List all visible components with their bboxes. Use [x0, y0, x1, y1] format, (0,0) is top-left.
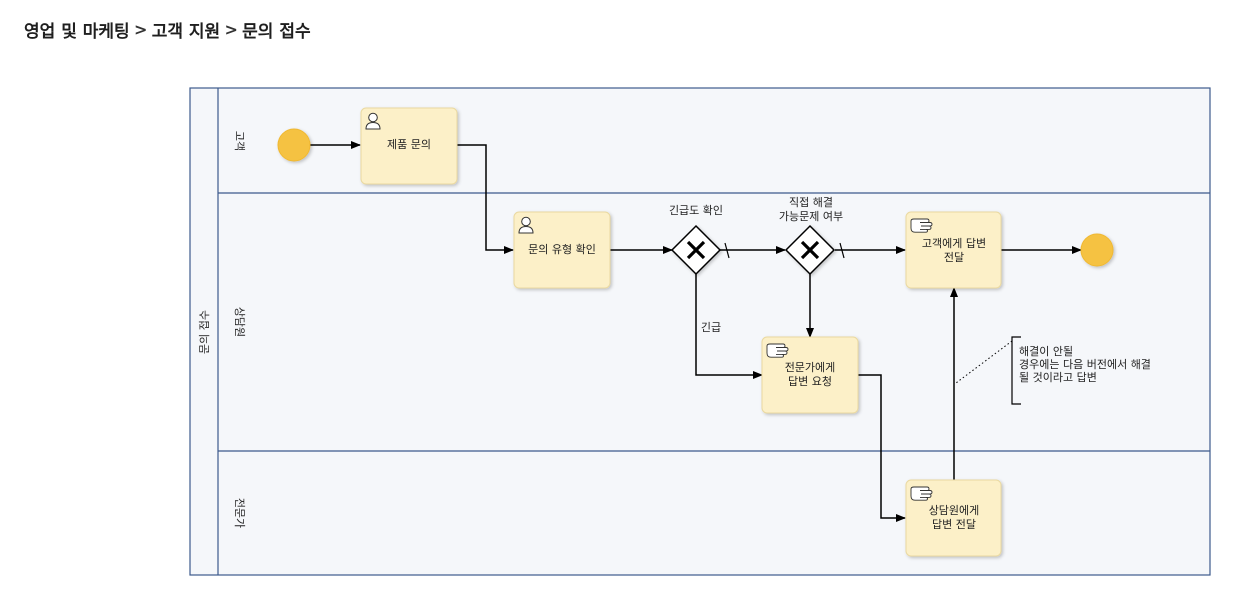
gateway-label: 직접 해결 — [789, 195, 833, 209]
task-box[interactable] — [905, 211, 1002, 289]
hand-icon — [910, 486, 933, 501]
default-flow-marker — [839, 242, 845, 259]
x-icon — [800, 240, 820, 260]
lane-label-expert: 전문가 — [233, 498, 246, 528]
task-label: 제품 문의 — [387, 138, 431, 151]
task-answer-customer[interactable]: 고객에게 답변 전달 — [905, 211, 1002, 289]
events — [277, 128, 1114, 267]
flow-inquiry-to-check[interactable] — [457, 144, 514, 254]
flow-label-urgent: 긴급 — [701, 321, 721, 334]
task-box[interactable] — [761, 336, 859, 414]
task-label: 답변 요청 — [788, 375, 832, 388]
task-label: 전달 — [944, 251, 964, 264]
gateway-direct-solve-check[interactable]: 직접 해결 가능문제 여부 — [779, 195, 843, 276]
user-icon — [518, 216, 534, 234]
chevron-right-icon: > — [224, 19, 238, 39]
lane-label-customer: 고객 — [233, 131, 246, 151]
task-label: 문의 유형 확인 — [528, 243, 596, 256]
lanes: 고객 상담원 전문가 — [218, 131, 1210, 528]
breadcrumb-item-customer-support[interactable]: 고객 지원 — [151, 21, 221, 42]
lane-label-agent: 상담원 — [233, 307, 246, 337]
default-flow-marker — [724, 242, 730, 259]
task-answer-agent[interactable]: 상담원에게 답변 전달 — [905, 479, 1002, 557]
flow-urgent-to-request-expert[interactable] — [695, 274, 763, 379]
task-product-inquiry[interactable]: 제품 문의 — [360, 107, 458, 185]
task-box[interactable] — [360, 107, 458, 185]
annotation-line: 될 것이라고 답변 — [1019, 370, 1097, 384]
breadcrumb-item-sales-marketing[interactable]: 영업 및 마케팅 — [24, 21, 130, 42]
annotation-line: 경우에는 다음 버전에서 해결 — [1019, 357, 1151, 371]
task-label: 상담원에게 — [929, 504, 980, 517]
pool: 문의 접수 — [189, 87, 1211, 576]
hand-icon — [766, 343, 789, 358]
task-label: 고객에게 답변 — [922, 237, 986, 250]
task-check-inquiry-type[interactable]: 문의 유형 확인 — [513, 211, 611, 289]
annotation-line: 해결이 안될 — [1019, 344, 1073, 358]
start-event[interactable] — [277, 128, 311, 162]
sequence-flows — [310, 141, 1082, 522]
breadcrumb: 영업 및 마케팅 > 고객 지원 > 문의 접수 — [24, 15, 311, 43]
gateway-label: 긴급도 확인 — [669, 204, 723, 217]
task-request-expert-answer[interactable]: 전문가에게 답변 요청 — [761, 336, 859, 414]
task-label: 답변 전달 — [932, 518, 976, 531]
user-icon — [365, 112, 381, 130]
text-annotation[interactable]: 해결이 안될 경우에는 다음 버전에서 해결 될 것이라고 답변 — [955, 336, 1151, 405]
flow-request-expert-to-answer-agent[interactable] — [858, 374, 906, 522]
annotation-bracket — [1011, 336, 1021, 405]
gateway-urgency-check[interactable]: 긴급도 확인 — [669, 204, 723, 276]
task-label: 전문가에게 — [785, 361, 836, 374]
gateway-label: 가능문제 여부 — [779, 210, 843, 223]
x-icon — [686, 240, 706, 260]
pool-label: 문의 접수 — [198, 310, 211, 354]
breadcrumb-item-inquiry-intake: 문의 접수 — [242, 21, 311, 42]
pool-border — [189, 87, 1211, 576]
task-box[interactable] — [905, 479, 1002, 557]
chevron-right-icon: > — [133, 19, 148, 39]
task-box[interactable] — [513, 211, 611, 289]
hand-icon — [910, 218, 933, 233]
end-event[interactable] — [1080, 233, 1114, 267]
